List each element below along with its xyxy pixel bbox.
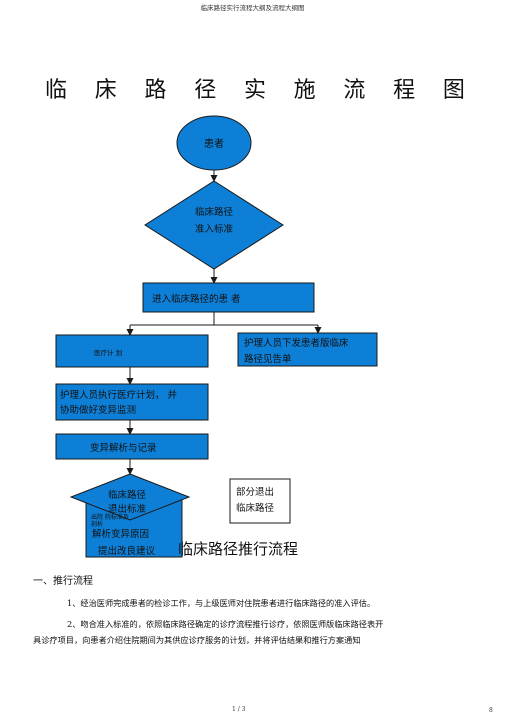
main-title-char: 径 xyxy=(194,78,217,103)
section-title: 临床路径推行流程 xyxy=(178,540,299,558)
paragraph-1: 1、经治医师完成患者的检诊工作，与上级医师对住院患者进行临床路径的准入评估。 xyxy=(67,598,376,608)
nurse-notice-label-2: 路径见告单 xyxy=(244,353,292,365)
variance-analysis-label: 变异解析与记录 xyxy=(90,442,157,454)
overlap-fragment-2: 剖析 xyxy=(91,520,103,528)
main-title-char: 图 xyxy=(442,78,465,103)
treatment-plan-label: 医疗计 划 xyxy=(94,348,122,357)
nurse-execute-label-1: 护理人员执行医疗计划， 并 xyxy=(60,389,178,401)
overlap-tiny-label: 出院 院标准及 xyxy=(91,513,129,521)
entry-criteria-label-2: 准入标准 xyxy=(195,223,234,235)
partial-exit-label-2: 临床路径 xyxy=(236,502,275,514)
improve-label: 提出改良建议 xyxy=(98,545,156,557)
main-title-char: 施 xyxy=(293,78,316,103)
paragraph-3: 具诊疗项目，向患者介绍住院期间为其供应诊疗服务的计划，并将评估结果和推行方案通知 xyxy=(33,635,361,645)
variance-cause-label: 解析变异原因 xyxy=(92,528,149,540)
nurse-execute-node xyxy=(55,383,209,421)
partial-exit-label-1: 部分退出 xyxy=(236,486,274,498)
nurse-execute-label-2: 协助做好变异监测 xyxy=(60,404,136,416)
exit-criteria-label-2: 退出标准 xyxy=(108,503,147,515)
main-title-char: 流 xyxy=(343,78,366,103)
variance-analysis-node xyxy=(55,433,209,460)
flowchart: 患者 临床路径 准入标准 进入临床路径的患 者 医疗计 划 护理人员下发患者版临… xyxy=(55,115,378,558)
treatment-plan-node xyxy=(55,334,209,368)
exit-criteria-node xyxy=(69,473,191,521)
exit-criteria-label-1: 临床路径 xyxy=(108,489,147,501)
main-title: 临 床 路 径 实 施 流 程 图 xyxy=(45,72,465,104)
patient-label: 患者 xyxy=(204,138,224,150)
main-title-char: 临 xyxy=(45,78,68,103)
section-heading: 一、推行流程 xyxy=(33,576,93,587)
entry-criteria-label-1: 临床路径 xyxy=(195,206,234,218)
main-title-char: 路 xyxy=(144,78,167,103)
paragraph-2: 2、吻合准入标准的，依照临床路径确定的诊疗流程推行诊疗，依照医师版临床路径表开 xyxy=(67,619,384,629)
partial-exit-node xyxy=(229,478,291,524)
nurse-notice-label-1: 护理人员下发患者版临床 xyxy=(244,337,349,349)
enter-pathway-label: 进入临床路径的患 者 xyxy=(152,293,241,305)
header-title: 临床路径实行流程大纲及流程大纲图 xyxy=(200,4,305,12)
nurse-notice-node xyxy=(237,332,378,367)
main-title-char: 实 xyxy=(243,78,266,103)
footer-mark: 8 xyxy=(489,707,493,714)
page-number: 1 / 3 xyxy=(232,706,246,713)
main-title-char: 程 xyxy=(393,78,416,103)
enter-pathway-node xyxy=(142,282,315,313)
main-title-char: 床 xyxy=(94,78,117,103)
